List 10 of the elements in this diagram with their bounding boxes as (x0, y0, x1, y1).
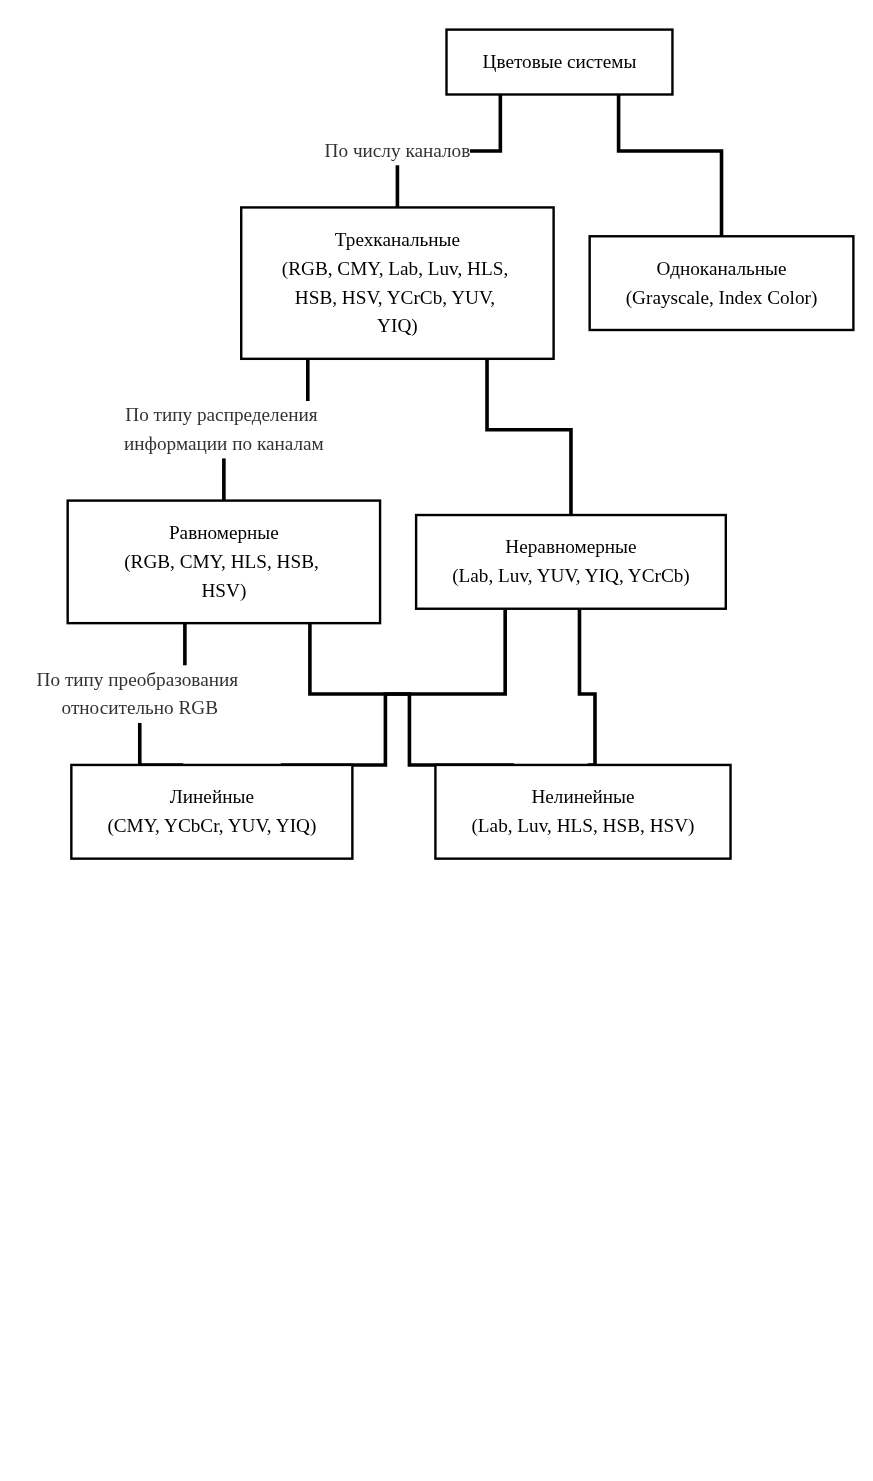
node-box: Цветовые системы (445, 28, 674, 96)
edge-label: По числу каналов (324, 140, 471, 161)
node-box: Линейные (CMY, YCbCr, YUV, YIQ) (70, 763, 354, 860)
node-box: Нелинейные (Lab, Luv, HLS, HSB, HSV) (434, 763, 732, 860)
edge-label: По типу распределения информации по каналам (123, 404, 324, 454)
node-box: Неравномерные (Lab, Luv, YUV, YIQ, YCrCb) (414, 513, 727, 610)
node-box: Равномерные (RGB, CMY, HLS, HSB, HSV) (66, 499, 382, 625)
edge-label: По типу преобразования относительно RGB (36, 668, 239, 719)
node-box: Одноканальные (Grayscale, Index Color) (588, 235, 855, 332)
node-box: Трехканальные (RGB, CMY, Lab, Luv, HLS, HSB, HSV, YCrCb, YUV, YIQ) (240, 206, 555, 361)
